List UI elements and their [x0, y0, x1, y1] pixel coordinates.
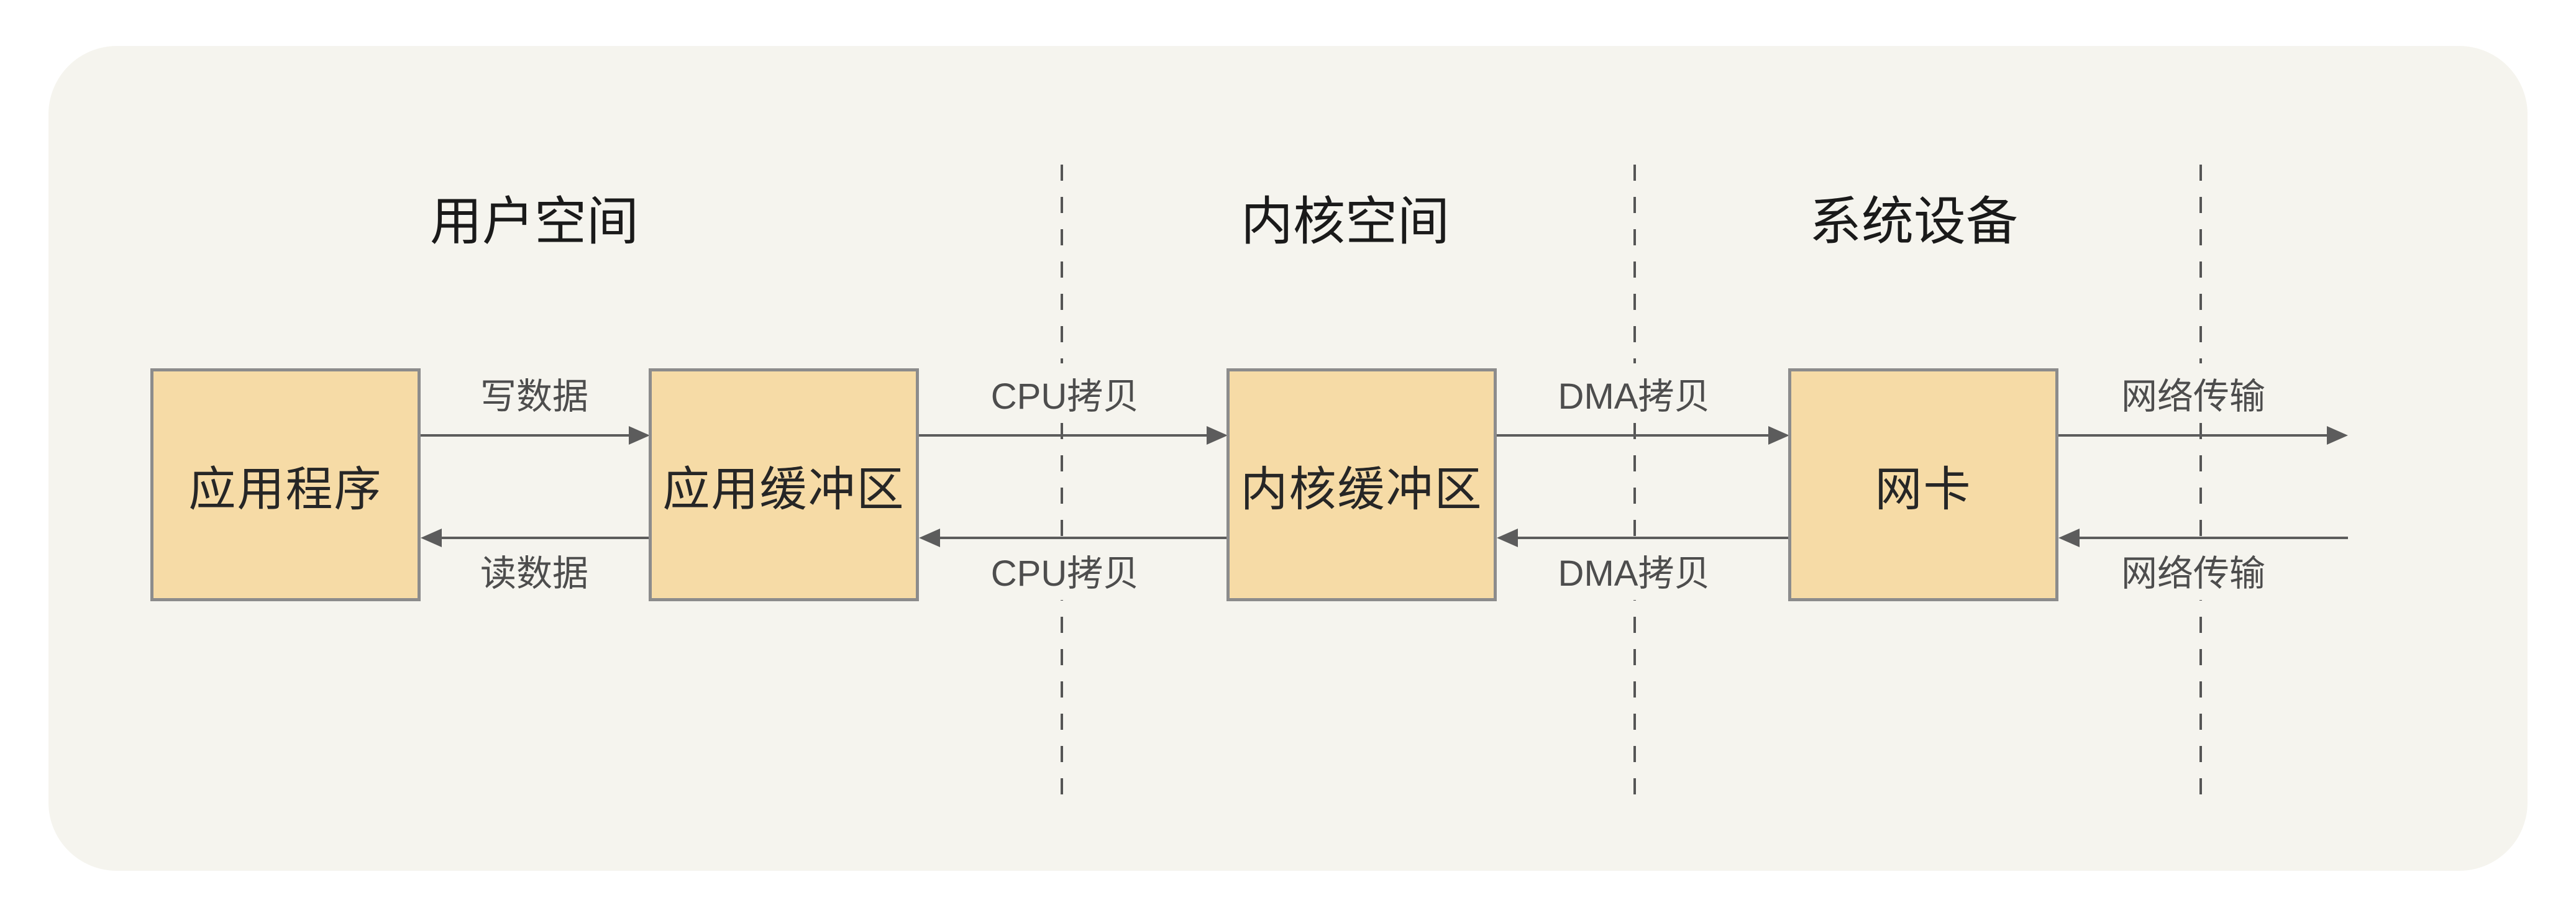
arrow-cpu-copy-return	[919, 529, 1226, 547]
flow-label-dma-copy-return: DMA拷贝	[1548, 540, 1720, 600]
node-application: 应用程序	[150, 368, 421, 601]
arrow-read-data	[421, 529, 649, 547]
node-network-card: 网卡	[1788, 368, 2058, 601]
flow-label-network-transfer-out: 网络传输	[2111, 363, 2276, 423]
section-label-system-device: 系统设备	[1809, 192, 2019, 251]
node-application-label: 应用程序	[188, 463, 383, 516]
node-kernel-buffer-label: 内核缓冲区	[1240, 463, 1483, 516]
arrow-network-transfer-out	[2058, 426, 2348, 445]
flow-label-dma-copy-forward: DMA拷贝	[1548, 363, 1720, 423]
arrow-dma-copy-forward	[1497, 426, 1789, 445]
arrow-dma-copy-return	[1497, 529, 1788, 547]
node-application-buffer-label: 应用缓冲区	[662, 463, 905, 516]
flow-label-read-data: 读数据	[470, 540, 599, 600]
arrow-write-data	[421, 426, 650, 445]
arrow-network-transfer-in	[2058, 529, 2348, 547]
flow-label-cpu-copy-forward: CPU拷贝	[980, 363, 1149, 423]
node-network-card-label: 网卡	[1875, 463, 1972, 516]
arrow-cpu-copy-forward	[919, 426, 1228, 445]
flow-label-write-data: 写数据	[470, 363, 599, 423]
node-kernel-buffer: 内核缓冲区	[1226, 368, 1497, 601]
node-application-buffer: 应用缓冲区	[649, 368, 919, 601]
section-label-user-space: 用户空间	[429, 192, 639, 251]
flow-label-cpu-copy-return: CPU拷贝	[980, 540, 1149, 600]
flow-label-network-transfer-in: 网络传输	[2111, 540, 2276, 600]
section-label-kernel-space: 内核空间	[1240, 192, 1450, 251]
